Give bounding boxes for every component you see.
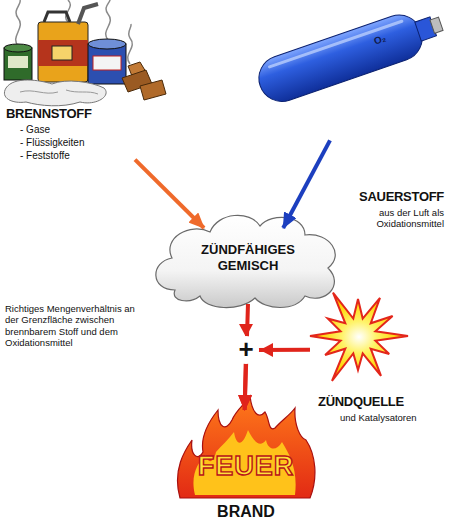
node-heading: SAUERSTOFF <box>330 189 444 205</box>
list-item: - Flüssigkeiten <box>20 137 130 149</box>
node-note: aus der Luft als Oxidationsmittel <box>330 207 444 230</box>
edge-group <box>135 140 330 410</box>
ignition-group: ZÜNDQUELLE und Katalysatoren <box>310 283 445 428</box>
canister-label <box>52 46 72 60</box>
plus-sign: + <box>233 336 259 364</box>
node-note: und Katalysatoren <box>340 412 444 423</box>
bottle-highlight <box>269 21 401 67</box>
wood-block <box>140 80 166 100</box>
rags <box>4 80 106 106</box>
bottle-valve <box>430 17 443 33</box>
ignition-star <box>310 293 408 381</box>
canister-band <box>38 40 88 66</box>
smoke-wisp <box>16 0 21 46</box>
note-text: Richtiges Mengenverhältnis an der Grenzf… <box>5 303 140 349</box>
list-item: - Gase <box>20 124 130 136</box>
bottle-body <box>253 9 429 108</box>
flow-arrow <box>283 140 330 228</box>
oxygen-bottle <box>253 2 449 108</box>
smoke-wisp <box>128 24 133 64</box>
list-item: - Feststoffe <box>20 150 130 162</box>
paint-can-label <box>93 56 121 70</box>
fuel-canister <box>38 22 88 82</box>
rag-fold <box>20 90 98 94</box>
smoke-wisp <box>106 0 111 40</box>
can-label <box>8 56 28 68</box>
can-lid <box>4 44 32 52</box>
flow-arrow <box>135 160 204 228</box>
fire-word: FEUER <box>178 450 314 482</box>
fuel-group: BRENNSTOFF - Gase- Flüssigkeiten- Feststo… <box>0 0 135 168</box>
arrow-head <box>260 343 273 357</box>
mixture-cloud-box: ZÜNDFÄHIGES GEMISCH <box>160 228 336 304</box>
canister-spout <box>78 4 98 24</box>
oxygen-group: SAUERSTOFF aus der Luft als Oxidationsmit… <box>330 15 448 235</box>
node-heading: ZÜNDFÄHIGES GEMISCH <box>188 242 308 275</box>
formula-label: O₂ <box>365 30 395 50</box>
node-heading: BRAND <box>178 502 314 521</box>
green-can <box>4 48 32 80</box>
node-heading: BRENNSTOFF <box>6 106 131 122</box>
paint-can <box>88 44 126 84</box>
node-heading: ZÜNDQUELLE <box>318 394 443 410</box>
mixture-cloud <box>156 215 335 307</box>
fuel-illustration <box>4 0 166 106</box>
flame-outer <box>177 396 314 498</box>
can-handle <box>44 12 70 22</box>
fire-group: FEUER BRAND <box>178 410 314 522</box>
paint-can-lid <box>88 39 126 49</box>
